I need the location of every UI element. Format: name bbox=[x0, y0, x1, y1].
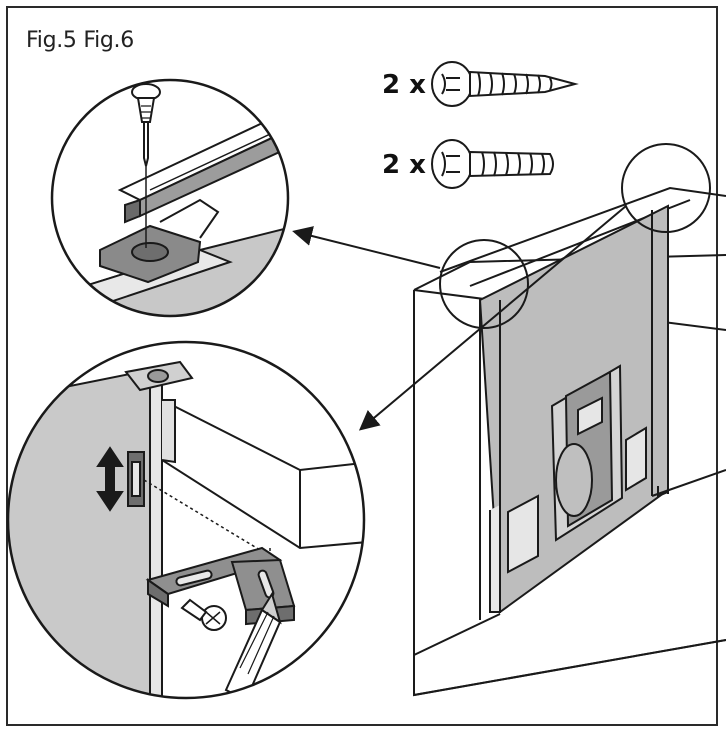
detail-marker-left bbox=[439, 239, 529, 329]
arrow-to-top-detail bbox=[292, 226, 441, 269]
machine-screw-icon bbox=[431, 139, 554, 189]
wood-screw-quantity: 2 x bbox=[382, 70, 426, 100]
detail-marker-right bbox=[621, 143, 711, 233]
figure-label: Fig.5 Fig.6 bbox=[26, 28, 134, 53]
top-detail-view bbox=[50, 78, 290, 318]
bottom-detail-view bbox=[6, 340, 366, 700]
arrow-to-bottom-detail bbox=[358, 205, 627, 431]
wood-screw-icon bbox=[431, 61, 579, 107]
cabinet-illustration bbox=[413, 186, 726, 697]
machine-screw-quantity: 2 x bbox=[382, 150, 426, 180]
